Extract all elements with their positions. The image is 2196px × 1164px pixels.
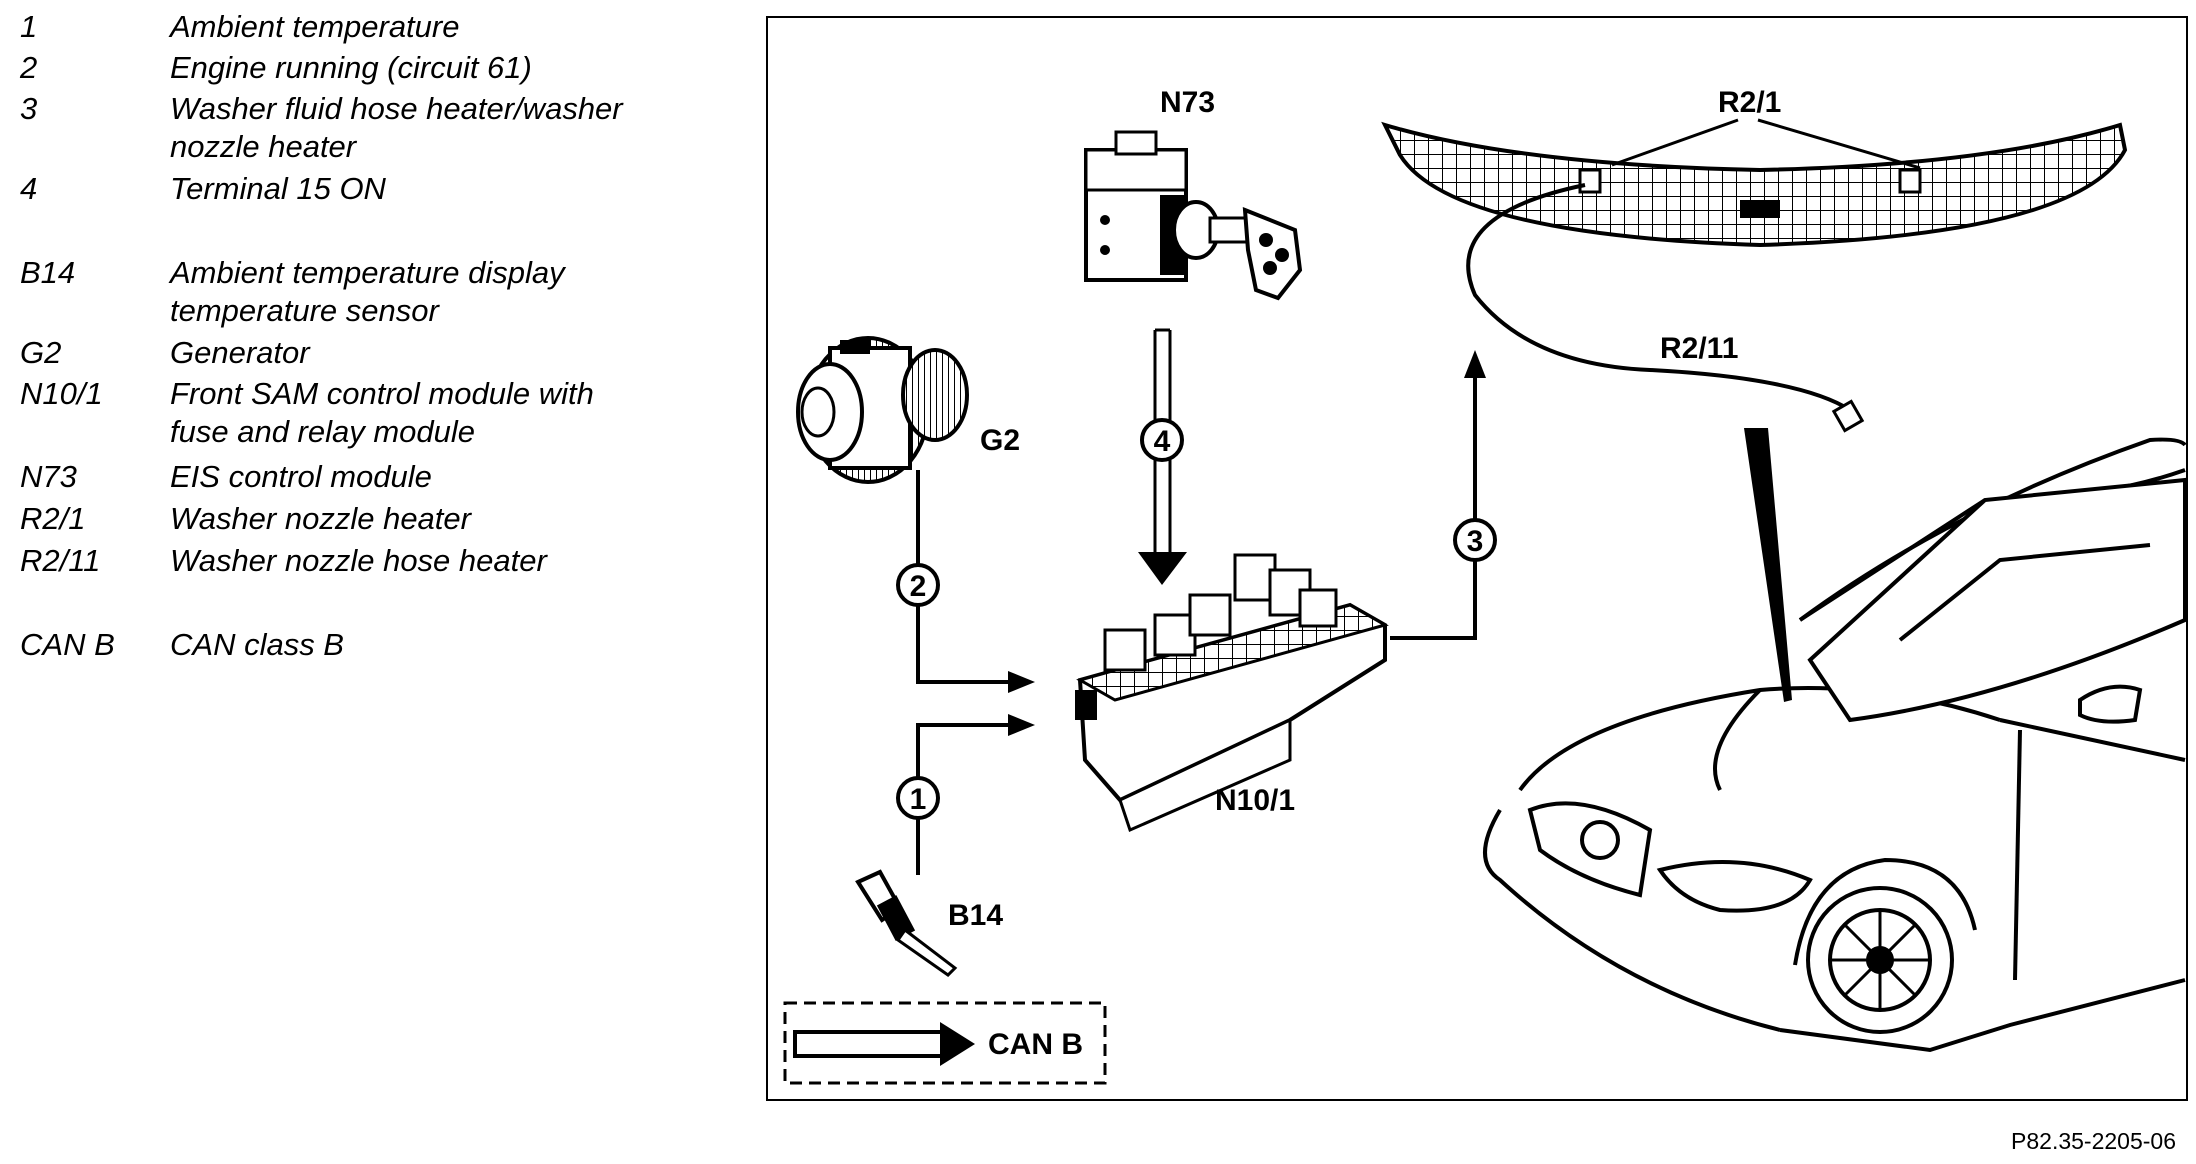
- legend-code: N10/1: [20, 376, 103, 411]
- legend-desc: EIS control module: [170, 459, 432, 494]
- arrow-terminal-15: [1138, 328, 1187, 585]
- pointer-wedge: [1744, 428, 1792, 702]
- leader-line: [1611, 118, 1739, 167]
- generator-icon: [796, 336, 969, 484]
- circuit-number-3: 3: [1467, 525, 1484, 558]
- legend-desc: CAN class B: [170, 627, 344, 662]
- legend-desc: Generator: [170, 335, 310, 370]
- label-n73: N73: [1160, 86, 1215, 119]
- circuit-number-1: 1: [910, 783, 927, 816]
- legend-desc: Ambient temperature: [170, 9, 460, 44]
- arrow-ambient-temperature: [896, 714, 1035, 875]
- legend-desc: Washer fluid hose heater/washer nozzle h…: [170, 91, 623, 164]
- legend-code: 2: [20, 50, 38, 85]
- legend-code: G2: [20, 335, 62, 370]
- label-n10-1: N10/1: [1215, 784, 1295, 817]
- cable-connector-icon: [1831, 399, 1865, 433]
- legend-desc: Ambient temperature display temperature …: [170, 255, 565, 328]
- can-b-legend-box: [783, 1001, 1107, 1085]
- legend-desc: Washer nozzle hose heater: [170, 543, 547, 578]
- hose-heater-cable: [1466, 183, 1852, 412]
- temperature-sensor-icon: [855, 869, 958, 977]
- legend-code: 4: [20, 171, 38, 206]
- legend-code: 3: [20, 91, 38, 126]
- label-g2: G2: [980, 424, 1020, 457]
- circuit-number-4: 4: [1154, 425, 1171, 458]
- legend-code: CAN B: [20, 627, 115, 662]
- legend-desc: Front SAM control module with fuse and r…: [170, 376, 594, 449]
- legend-code: 1: [20, 9, 38, 44]
- label-r2-1: R2/1: [1718, 86, 1781, 119]
- legend-code: B14: [20, 255, 76, 290]
- label-r2-11: R2/11: [1660, 332, 1738, 365]
- figure-reference: P82.35-2205-06: [2011, 1128, 2176, 1154]
- legend-desc: Terminal 15 ON: [170, 171, 386, 206]
- washer-nozzle-heater-icon: [1381, 121, 2128, 248]
- arrow-engine-running: [896, 470, 1035, 693]
- legend-code: R2/1: [20, 501, 86, 536]
- legend-code: R2/11: [20, 543, 101, 578]
- eis-control-module-icon: [1084, 130, 1303, 301]
- front-sam-module-icon: [1075, 553, 1389, 833]
- label-can-b: CAN B: [988, 1028, 1083, 1061]
- leader-line: [1757, 118, 1921, 170]
- circuit-number-2: 2: [910, 570, 927, 603]
- legend-desc: Engine running (circuit 61): [170, 50, 532, 85]
- legend-code: N73: [20, 459, 77, 494]
- legend-desc: Washer nozzle heater: [170, 501, 471, 536]
- arrow-washer-heater: [1390, 350, 1497, 640]
- car-illustration: [1483, 437, 2187, 1053]
- label-b14: B14: [948, 899, 1003, 932]
- legend: 1 Ambient temperature 2 Engine running (…: [0, 0, 740, 700]
